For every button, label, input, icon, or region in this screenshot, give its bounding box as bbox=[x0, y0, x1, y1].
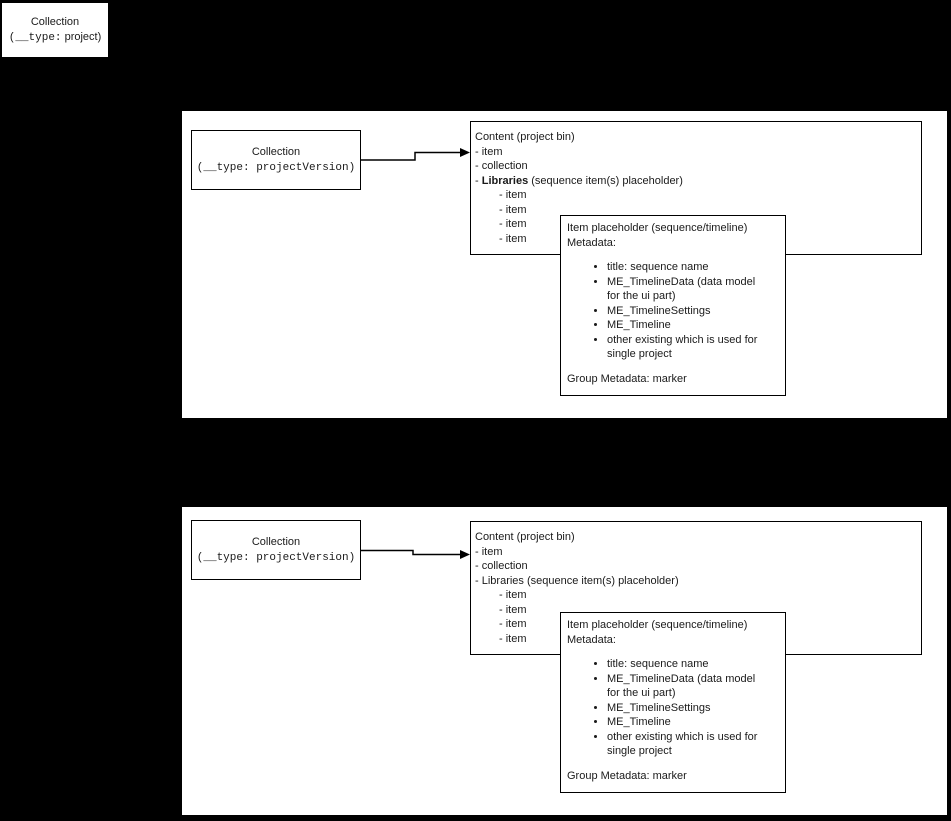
placeholder-subtitle: Metadata: bbox=[567, 633, 616, 646]
item-placeholder-box: Item placeholder (sequence/timeline) Met… bbox=[560, 612, 786, 793]
metadata-list: title: sequence name ME_TimelineData (da… bbox=[567, 657, 779, 759]
item-placeholder-box: Item placeholder (sequence/timeline) Met… bbox=[560, 215, 786, 396]
connector-arrow bbox=[361, 148, 470, 161]
libraries-label: Libraries bbox=[481, 574, 524, 587]
metadata-item: ME_TimelineData (data model for the ui p… bbox=[607, 672, 765, 701]
placeholder-title: Item placeholder (sequence/timeline) bbox=[567, 222, 748, 234]
collection-type: (__type: projectVersion) bbox=[196, 551, 356, 564]
metadata-item: ME_TimelineSettings bbox=[607, 701, 765, 716]
arrowhead-icon bbox=[460, 148, 470, 157]
collection-title: Collection bbox=[251, 535, 301, 548]
collection-title: Collection bbox=[251, 145, 301, 158]
metadata-item: title: sequence name bbox=[607, 260, 765, 275]
content-title: Content (project bin) bbox=[475, 131, 575, 143]
arrowhead-icon bbox=[460, 550, 470, 559]
content-item: - item bbox=[475, 145, 503, 158]
content-sub-item: - item bbox=[499, 603, 527, 616]
content-sub-item: - item bbox=[499, 632, 527, 645]
placeholder-subtitle: Metadata: bbox=[567, 236, 616, 249]
content-collection: - collection bbox=[475, 160, 528, 172]
placeholder-title: Item placeholder (sequence/timeline) bbox=[567, 619, 748, 631]
metadata-item: ME_Timeline bbox=[607, 318, 765, 333]
collection-version-box: Collection (__type: projectVersion) bbox=[191, 520, 361, 580]
content-sub-item: - item bbox=[499, 618, 527, 630]
content-sub-item: - item bbox=[499, 232, 527, 245]
content-collection: - collection bbox=[475, 560, 528, 572]
metadata-item: ME_Timeline bbox=[607, 715, 765, 730]
libraries-label: Libraries bbox=[481, 174, 529, 187]
content-item: - item bbox=[475, 545, 503, 558]
metadata-list: title: sequence name ME_TimelineData (da… bbox=[567, 260, 779, 362]
content-sub-item: - item bbox=[499, 203, 527, 216]
project-collection-type: (__type: project) bbox=[9, 30, 102, 46]
collection-version-box: Collection (__type: projectVersion) bbox=[191, 130, 361, 190]
panel-project-version-1: Collection (__type: projectVersion) Cont… bbox=[182, 111, 947, 418]
content-title: Content (project bin) bbox=[475, 531, 575, 543]
group-metadata: Group Metadata: marker bbox=[567, 372, 687, 385]
content-libraries: - Libraries (sequence item(s) placeholde… bbox=[475, 174, 683, 187]
content-sub-item: - item bbox=[499, 189, 527, 201]
panel-project-version-2: Collection (__type: projectVersion) Cont… bbox=[182, 507, 947, 815]
collection-type: (__type: projectVersion) bbox=[196, 161, 356, 174]
metadata-item: ME_TimelineData (data model for the ui p… bbox=[607, 275, 765, 304]
connector-arrow bbox=[361, 549, 470, 559]
project-collection-title: Collection bbox=[30, 15, 80, 28]
metadata-item: ME_TimelineSettings bbox=[607, 304, 765, 319]
metadata-item: other existing which is used for single … bbox=[607, 333, 765, 362]
metadata-item: title: sequence name bbox=[607, 657, 765, 672]
content-libraries: - Libraries (sequence item(s) placeholde… bbox=[475, 574, 679, 587]
metadata-item: other existing which is used for single … bbox=[607, 730, 765, 759]
project-collection-box: Collection (__type: project) bbox=[1, 2, 109, 58]
content-sub-item: - item bbox=[499, 589, 527, 601]
group-metadata: Group Metadata: marker bbox=[567, 769, 687, 782]
project-type-rest: project) bbox=[61, 30, 102, 43]
project-type-mono: (__type: bbox=[8, 31, 62, 44]
content-sub-item: - item bbox=[499, 218, 527, 230]
